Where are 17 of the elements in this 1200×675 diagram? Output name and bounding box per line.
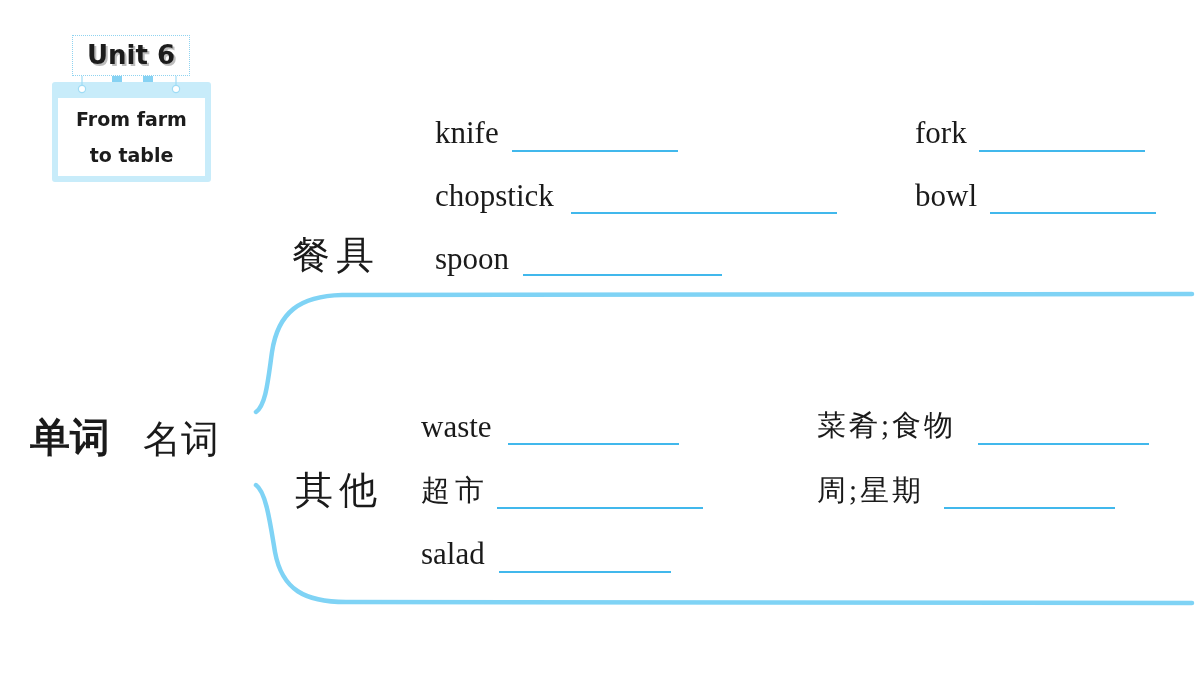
vocabulary-word: 周;星期 xyxy=(817,473,925,508)
vocabulary-word: waste xyxy=(421,408,492,445)
branch-label: 其他 xyxy=(295,468,383,513)
sign-board xyxy=(52,82,211,182)
vocabulary-word: knife xyxy=(435,114,499,151)
vocabulary-word: salad xyxy=(421,535,485,572)
vocabulary-word: fork xyxy=(915,114,967,151)
category-label: 名词 xyxy=(143,416,219,462)
vocabulary-word: chopstick xyxy=(435,177,554,214)
unit-tag: Unit 6 xyxy=(72,35,190,76)
board-title: From farm to table xyxy=(75,107,188,168)
vocabulary-word: bowl xyxy=(915,177,977,214)
vocabulary-word: 超市 xyxy=(421,473,489,508)
vocabulary-word: spoon xyxy=(435,240,510,277)
topic-label: 单词 xyxy=(30,413,110,461)
branch-label: 餐具 xyxy=(292,233,380,278)
vocabulary-word: 菜肴;食物 xyxy=(817,408,957,443)
